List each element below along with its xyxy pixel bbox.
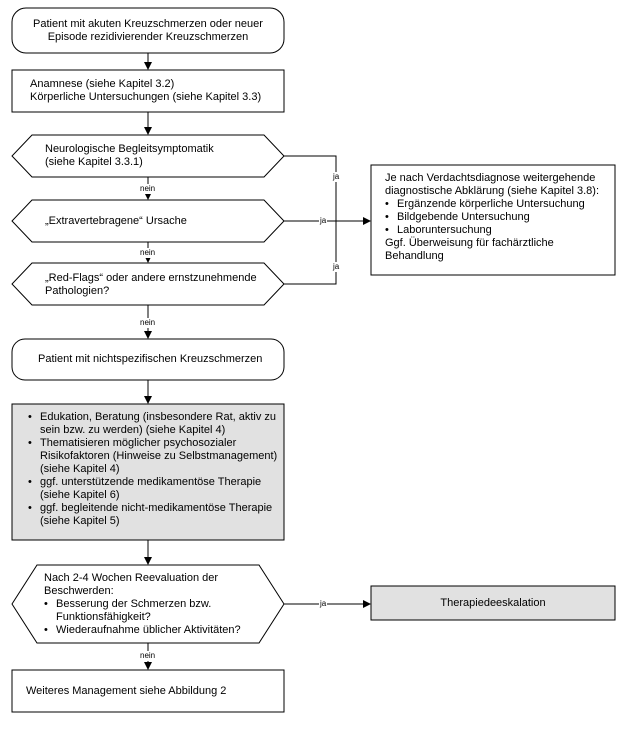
reevaluation-line-1: Nach 2-4 Wochen Reevaluation der [44,572,219,584]
management-bullet-list: Edukation, Beratung (insbesondere Rat, a… [28,411,277,528]
management-bullet: Edukation, Beratung (insbesondere Rat, a… [28,411,277,437]
label-nein-4: nein [139,651,157,661]
reevaluation-bullet-line: Funktionsfähigkeit? [56,611,151,623]
management-bullet: ggf. unterstützende medikamentöse Therap… [28,476,277,502]
management-line: ggf. begleitende nicht-medikamentöse The… [40,502,273,514]
final-label: Weiteres Management siehe Abbildung 2 [26,685,227,697]
decision-redflags-text: „Red-Flags“ oder andere ernstzunehmende … [45,272,257,298]
decision-neuro-line-2: (siehe Kapitel 3.3.1) [45,156,143,168]
anamnese-line-2: Körperliche Untersuchungen (siehe Kapite… [30,91,262,103]
management-line: ggf. unterstützende medikamentöse Therap… [40,476,262,488]
decision-neuro-line-1: Neurologische Begleitsymptomatik [45,143,214,155]
management-line: (siehe Kapitel 6) [40,489,120,501]
decision-redflags-line-1: „Red-Flags“ oder andere ernstzunehmende [45,272,257,284]
management-line: (siehe Kapitel 5) [40,515,120,527]
deescalation-label: Therapiedeeskalation [440,597,546,609]
reevaluation-bullet-list: Besserung der Schmerzen bzw. Funktionsfä… [44,598,241,637]
diagnostics-line-4: Behandlung [385,250,444,262]
reevaluation-bullet-line: Besserung der Schmerzen bzw. [56,598,212,610]
label-ja-redflags: ja [332,262,341,272]
label-ja-reevaluation: ja [319,599,328,609]
anamnese-text: Anamnese (siehe Kapitel 3.2) Körperliche… [30,78,261,104]
management-text: Edukation, Beratung (insbesondere Rat, a… [28,411,277,528]
label-ja-neuro: ja [332,172,341,182]
decision-extra-text: „Extravertebragene“ Ursache [45,215,187,228]
start-text: Patient mit akuten Kreuzschmerzen oder n… [12,18,284,44]
diagnostics-bullet: Bildgebende Untersuchung [385,211,599,224]
management-line: Edukation, Beratung (insbesondere Rat, a… [40,411,277,423]
final-text: Weiteres Management siehe Abbildung 2 [26,685,226,698]
anamnese-line-1: Anamnese (siehe Kapitel 3.2) [30,78,175,90]
decision-redflags-line-2: Pathologien? [45,285,110,297]
diagnostics-line-3: Ggf. Überweisung für fachärztliche [385,237,554,249]
reevaluation-bullet: Besserung der Schmerzen bzw. Funktionsfä… [44,598,241,624]
diagnostics-bullet-list: Ergänzende körperliche Untersuchung Bild… [385,198,599,237]
decision-neuro-text: Neurologische Begleitsymptomatik (siehe … [45,143,214,169]
label-nein-3: nein [139,318,157,328]
reevaluation-bullet: Wiederaufnahme üblicher Aktivitäten? [44,624,241,637]
management-line: Risikofaktoren (Hinweise zu Selbstmanage… [40,450,278,462]
label-nein-2: nein [139,248,157,258]
decision-extra-hexagon [11,199,285,243]
diagnostics-bullet: Ergänzende körperliche Untersuchung [385,198,599,211]
start-line-1: Patient mit akuten Kreuzschmerzen oder n… [33,18,263,30]
diagnostics-line-2: diagnostische Abklärung (siehe Kapitel 3… [385,185,600,197]
decision-redflags-hexagon [11,262,285,306]
diagnostics-line-1: Je nach Verdachtsdiagnose weitergehende [385,172,596,184]
label-ja-extra: ja [319,216,328,226]
diagnostics-bullet: Laboruntersuchung [385,224,599,237]
management-line: Thematisieren möglicher psychosozialer [40,437,237,449]
management-bullet: Thematisieren möglicher psychosozialer R… [28,437,277,476]
deescalation-text: Therapiedeeskalation [371,597,615,610]
connector-neuro-ja [284,155,337,221]
nonspecific-text: Patient mit nichtspezifischen Kreuzschme… [38,353,262,366]
final-box [11,669,285,713]
decision-neuro-hexagon [11,134,285,178]
diagnostics-text: Je nach Verdachtsdiagnose weitergehende … [385,172,599,263]
start-line-2: Episode rezidivierender Kreuzschmerzen [47,31,249,43]
decision-extra-line-1: „Extravertebragene“ Ursache [45,215,187,227]
management-line: (siehe Kapitel 4) [40,463,120,475]
reevaluation-bullet-line: Wiederaufnahme üblicher Aktivitäten? [56,624,241,636]
label-nein-1: nein [139,184,157,194]
management-line: sein bzw. zu werden) (siehe Kapitel 4) [40,424,226,436]
reevaluation-line-2: Beschwerden: [44,585,114,597]
connector-redflags-ja [284,221,337,285]
deescalation-box [370,585,616,621]
nonspecific-line-1: Patient mit nichtspezifischen Kreuzschme… [38,353,263,365]
anamnese-box [11,69,285,113]
management-bullet: ggf. begleitende nicht-medikamentöse The… [28,502,277,528]
reevaluation-text: Nach 2-4 Wochen Reevaluation der Beschwe… [44,572,241,637]
